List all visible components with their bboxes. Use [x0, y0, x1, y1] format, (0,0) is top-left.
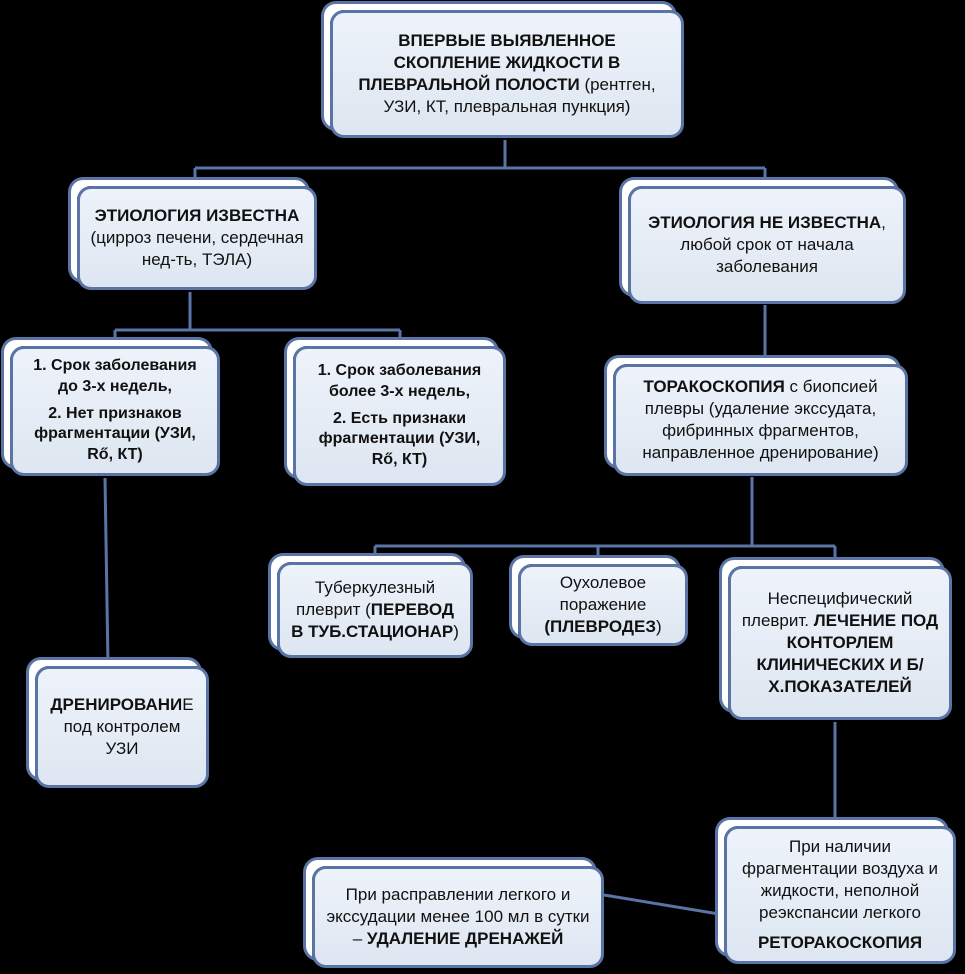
thoracoscopy-node: ТОРАКОСКОПИЯ с биопсией плевры (удаление…	[613, 364, 908, 476]
drainage-node: ДРЕНИРОВАНИЕ под контролем УЗИ	[35, 666, 209, 788]
thoracoscopy-text: с биопсией плевры (удаление экссудата, ф…	[642, 376, 879, 463]
etiology-known-title: ЭТИОЛОГИЯ ИЗВЕСТНА	[94, 205, 300, 225]
rethoracoscopy-node: При наличии фрагментации воздуха и жидко…	[724, 826, 956, 964]
drain-removal-title: УДАЛЕНИЕ ДРЕНАЖЕЙ	[366, 929, 564, 949]
rethoracoscopy-text: При наличии фрагментации воздуха и жидко…	[741, 836, 939, 923]
short-course-node: 1. Срок заболевания до 3-х недель, 2. Не…	[10, 346, 220, 476]
rethoracoscopy-title: РЕТОРАКОСКОПИЯ	[757, 933, 923, 953]
tuberculous-title: ПЕРЕВОД В ТУБ.СТАЦИОНАР	[291, 599, 454, 642]
etiology-known-text: (цирроз печени, сердечная нед-ть, ТЭЛА)	[90, 227, 304, 270]
long-course-node: 1. Срок заболевания более 3-х недель, 2.…	[293, 346, 506, 486]
tumor-title: (ПЛЕВРОДЕЗ	[544, 617, 656, 637]
drainage-title: ДРЕНИРОВАНИ	[50, 694, 183, 714]
tumor-text: Оухолевое поражение	[559, 572, 647, 614]
drain-removal-node: При расправлении легкого и экссудации ме…	[312, 866, 604, 968]
tuberculous-node: Туберкулезный плеврит (ПЕРЕВОД В ТУБ.СТА…	[277, 562, 473, 658]
tuberculous-tail: )	[453, 622, 459, 642]
short-course-line1: 1. Срок заболевания до 3-х недель,	[33, 357, 197, 395]
drainage-text: под контролем УЗИ	[63, 716, 181, 759]
long-course-line1: 1. Срок заболевания более 3-х недель,	[317, 362, 482, 400]
thoracoscopy-title: ТОРАКОСКОПИЯ	[643, 376, 785, 396]
long-course-line2: 2. Есть признаки фрагментации (УЗИ, Rő, …	[318, 409, 481, 469]
nonspecific-node: Неспецифический плеврит. ЛЕЧЕНИЕ ПОД КОН…	[728, 566, 952, 720]
etiology-unknown-text: , любой срок от начала заболевания	[680, 212, 886, 277]
nonspecific-text: Неспецифический плеврит.	[741, 588, 913, 630]
nonspecific-title: ЛЕЧЕНИЕ ПОД КОНТОРЛЕМ КЛИНИЧЕСКИХ И Б/Х.…	[756, 610, 939, 697]
root-node-title: ВПЕРВЫЕ ВЫЯВЛЕННОЕ СКОПЛЕНИЕ ЖИДКОСТИ В …	[358, 30, 621, 94]
etiology-known-node: ЭТИОЛОГИЯ ИЗВЕСТНА (цирроз печени, серде…	[77, 186, 317, 290]
etiology-unknown-node: ЭТИОЛОГИЯ НЕ ИЗВЕСТНА, любой срок от нач…	[628, 186, 906, 304]
tumor-tail: )	[655, 617, 662, 637]
etiology-unknown-title: ЭТИОЛОГИЯ НЕ ИЗВЕСТНА	[648, 212, 882, 232]
root-node: ВПЕРВЫЕ ВЫЯВЛЕННОЕ СКОПЛЕНИЕ ЖИДКОСТИ В …	[330, 10, 684, 138]
short-course-line2: 2. Нет признаков фрагментации (УЗИ, Rő, …	[34, 404, 196, 464]
root-node-text: (рентген, УЗИ, КТ, плевральная пункция)	[383, 75, 656, 117]
drain-removal-text: При расправлении легкого и экссудации ме…	[326, 884, 590, 949]
tuberculous-text: Туберкулезный плеврит (	[296, 577, 436, 619]
drainage-title-tail: Е	[182, 694, 194, 714]
tumor-node: Оухолевое поражение (ПЛЕВРОДЕЗ)	[518, 564, 688, 646]
